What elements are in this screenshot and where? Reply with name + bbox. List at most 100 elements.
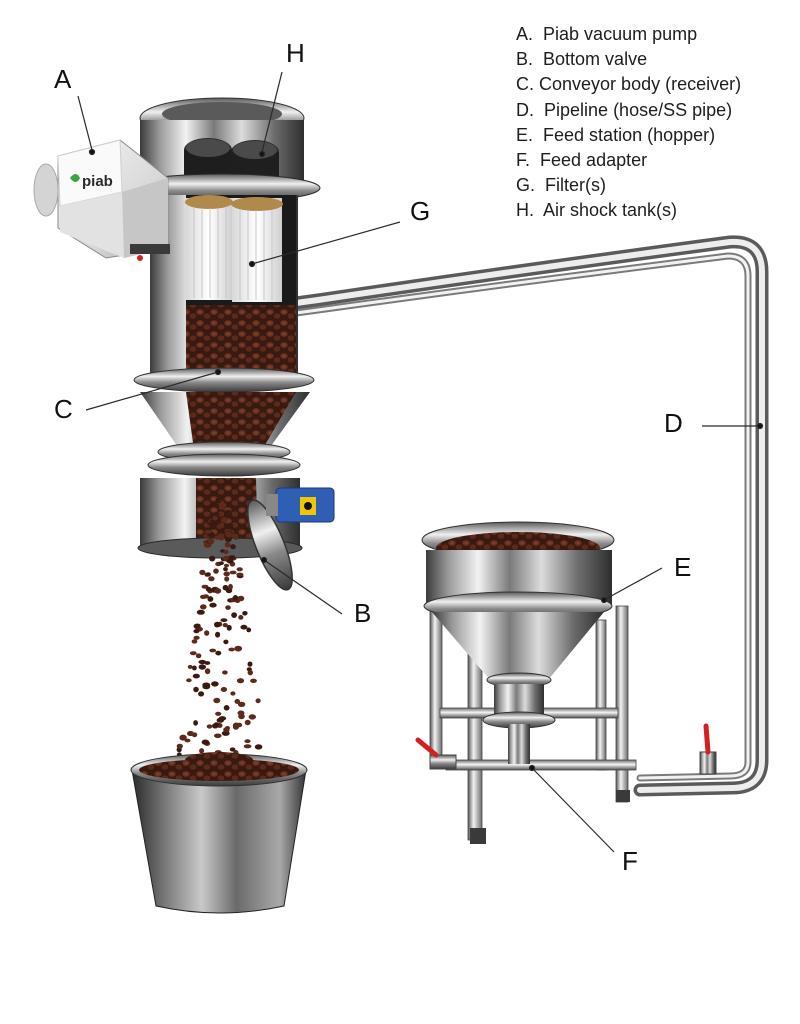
coffee-bean (242, 611, 248, 616)
coffee-bean (198, 664, 206, 670)
coffee-bean (202, 594, 209, 599)
coffee-bean (193, 720, 199, 726)
coffee-bean (223, 727, 230, 733)
brand-logo: piab (82, 173, 113, 190)
coffee-bean (192, 673, 200, 679)
coffee-bean (224, 536, 232, 543)
coffee-bean (248, 714, 256, 720)
coffee-bean (244, 719, 251, 726)
coffee-bean (223, 571, 230, 577)
coffee-bean (226, 533, 233, 538)
coffee-bean (237, 595, 245, 602)
coffee-bean (240, 624, 248, 630)
legend-item: H. Air shock tank(s) (516, 200, 678, 221)
coffee-bean (224, 576, 230, 582)
coffee-bean (223, 567, 228, 572)
coffee-bean (237, 701, 246, 708)
coffee-bean (237, 710, 245, 716)
coffee-bean (213, 512, 220, 517)
coffee-bean (236, 572, 244, 577)
callout-b: B (354, 598, 372, 628)
coffee-bean (206, 724, 213, 729)
coffee-bean (199, 748, 205, 754)
coffee-bean (226, 624, 232, 631)
coffee-bean (187, 730, 194, 737)
coffee-bean (247, 669, 253, 676)
coffee-bean (222, 623, 228, 628)
conveyor-body (123, 97, 321, 559)
coffee-bean (193, 686, 199, 693)
coffee-bean (223, 705, 230, 711)
coffee-bean (236, 678, 245, 684)
bottom-valve (247, 487, 335, 591)
coffee-bean (220, 618, 228, 623)
coffee-bean (213, 568, 219, 574)
coffee-bean (229, 747, 236, 752)
coffee-bean (193, 623, 201, 629)
coffee-bean (207, 538, 215, 544)
callout-a: A (54, 64, 72, 94)
legend-item: B. Bottom valve (516, 49, 648, 70)
legend-item: D. Pipeline (hose/SS pipe) (516, 99, 733, 120)
legend-item: E. Feed station (hopper) (516, 124, 716, 145)
coffee-bean (228, 583, 233, 590)
coffee-bean (233, 534, 239, 540)
coffee-bean (204, 668, 211, 675)
coffee-bean (234, 645, 243, 652)
coffee-bean (213, 722, 219, 726)
coffee-bean (209, 602, 217, 608)
coffee-bean (226, 558, 234, 564)
coffee-bean (255, 698, 261, 704)
callout-e: E (674, 552, 692, 582)
coffee-bean (199, 569, 206, 576)
coffee-bean (209, 521, 215, 527)
coffee-bean (198, 659, 207, 665)
coffee-bean (223, 549, 229, 555)
coffee-bean (225, 605, 231, 610)
coffee-bean (224, 512, 231, 518)
coffee-bean (215, 497, 222, 504)
coffee-bean (247, 661, 253, 667)
falling-beans (176, 497, 263, 757)
coffee-bean (189, 651, 197, 656)
coffee-bean (228, 647, 235, 652)
coffee-bean (211, 681, 219, 687)
callout-d: D (664, 408, 683, 438)
coffee-bean (238, 615, 244, 620)
coffee-bean (215, 631, 221, 638)
legend-item: A. Piab vacuum pump (516, 24, 698, 44)
coffee-bean (220, 517, 229, 523)
coffee-bean (224, 541, 231, 548)
coffee-bean (236, 567, 243, 572)
coffee-bean (211, 501, 218, 507)
coffee-bean (223, 563, 230, 568)
coffee-bean (198, 691, 205, 697)
bucket (130, 752, 308, 914)
coffee-bean (231, 612, 238, 618)
coffee-bean (214, 588, 222, 594)
coffee-bean (191, 639, 198, 644)
piab-leaf-icon (70, 174, 80, 182)
pipeline (289, 235, 769, 797)
coffee-bean (246, 627, 252, 633)
coffee-bean (229, 570, 237, 575)
coffee-bean (193, 629, 200, 634)
coffee-bean (230, 691, 236, 696)
callout-lines (77, 71, 764, 853)
coffee-bean (216, 717, 224, 723)
coffee-bean (209, 555, 216, 562)
feed-station (415, 521, 717, 844)
coffee-bean (217, 535, 225, 541)
coffee-bean (223, 639, 229, 645)
coffee-bean (215, 711, 222, 716)
coffee-bean (218, 561, 224, 566)
coffee-bean (215, 650, 222, 656)
coffee-bean (220, 687, 228, 692)
coffee-bean (212, 515, 218, 521)
coffee-bean (205, 586, 212, 592)
coffee-bean (243, 744, 252, 749)
coffee-bean (208, 576, 215, 582)
coffee-bean (204, 630, 210, 636)
callout-c: C (54, 394, 73, 424)
